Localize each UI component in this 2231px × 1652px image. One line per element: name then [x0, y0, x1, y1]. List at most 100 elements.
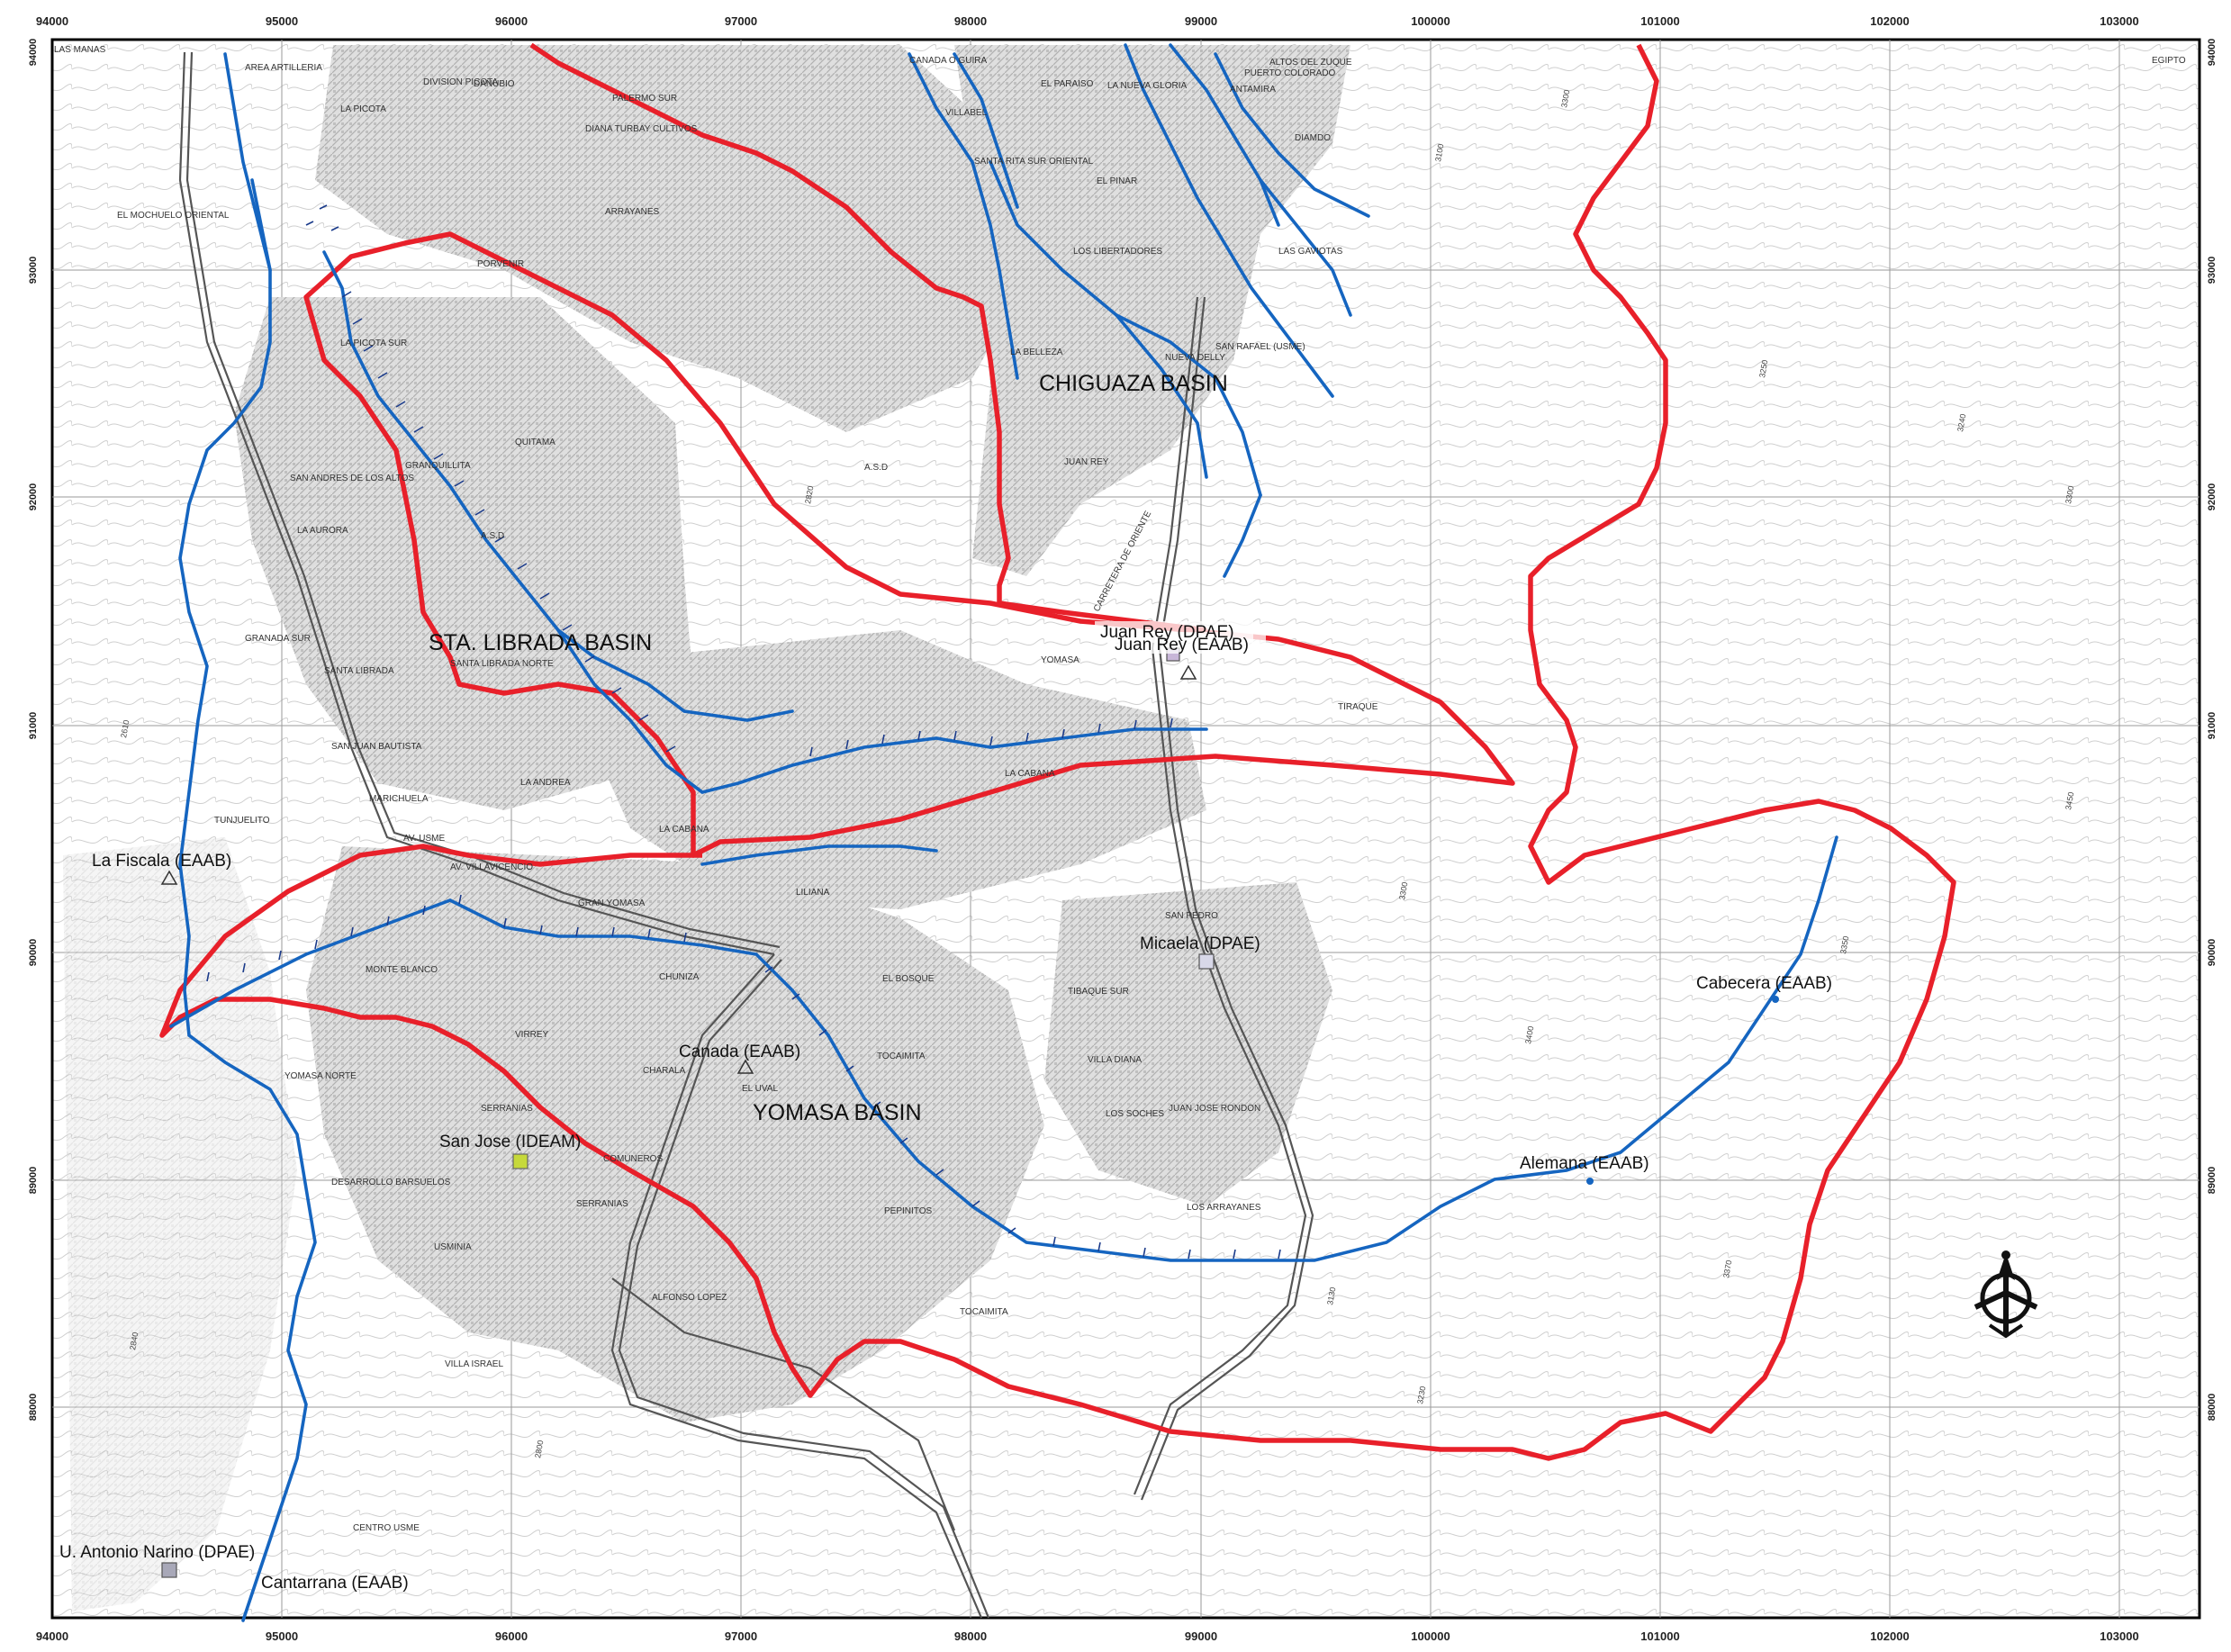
y-tick: 88000 [28, 1394, 39, 1422]
place-label: AV. USME [403, 834, 445, 844]
place-label: SAN RAFAEL (USME) [1215, 342, 1305, 352]
svg-text:2800: 2800 [533, 1440, 545, 1458]
place-label: VILLA DIANA [1088, 1055, 1142, 1065]
contour-elevations: 3300 3100 3250 3240 3300 3300 3350 3400 … [119, 89, 2075, 1458]
x-tick: 101000 [1640, 14, 1679, 28]
station-markers [160, 647, 1779, 1578]
x-tick: 101000 [1640, 1629, 1679, 1643]
place-label: SANTA LIBRADA NORTE [450, 659, 554, 669]
svg-text:3400: 3400 [1523, 1025, 1535, 1044]
place-label: LA BELLEZA [1010, 348, 1063, 357]
x-tick: 96000 [495, 14, 528, 28]
svg-text:3230: 3230 [1415, 1386, 1427, 1404]
x-tick: 94000 [36, 1629, 68, 1643]
y-tick: 93000 [28, 257, 39, 284]
station-label-la-fiscala: La Fiscala (EAAB) [92, 852, 231, 871]
place-label: SERRANIAS [481, 1104, 533, 1114]
place-label: VILLA ISRAEL [445, 1359, 503, 1369]
place-label: A.S.D [864, 463, 888, 473]
place-label: CANADA O GUIRA [909, 56, 987, 66]
place-label: LA ANDREA [520, 778, 571, 788]
canada-marker-icon [736, 1059, 754, 1074]
x-tick: 102000 [1870, 14, 1909, 28]
x-tick: 97000 [725, 14, 757, 28]
x-tick: 98000 [954, 1629, 987, 1643]
place-label: LA CABANA [659, 825, 709, 835]
x-tick: 100000 [1411, 14, 1450, 28]
place-label: LA CABANA [1005, 769, 1055, 779]
x-tick: 95000 [266, 14, 298, 28]
place-label: LILIANA [796, 888, 830, 898]
place-label: A.S.D [481, 531, 504, 541]
basin-label-yomasa: YOMASA BASIN [753, 1100, 922, 1125]
place-label: SERRANIAS [576, 1199, 628, 1209]
place-label: CHUNIZA [659, 972, 700, 982]
place-label: EL PARAISO [1041, 79, 1094, 89]
y-tick: 93000 [2207, 257, 2217, 284]
svg-text:3370: 3370 [1721, 1259, 1733, 1278]
x-tick: 99000 [1185, 1629, 1217, 1643]
place-label: DIANA TURBAY CULTIVOS [585, 124, 698, 134]
place-label: PORVENIR [477, 259, 524, 269]
place-label: MONTE BLANCO [366, 965, 438, 975]
place-label: EL UVAL [742, 1084, 778, 1094]
x-tick: 98000 [954, 14, 987, 28]
x-tick: 94000 [36, 14, 68, 28]
place-label: DESARROLLO BARSUELOS [331, 1178, 451, 1187]
y-tick: 90000 [28, 939, 39, 967]
place-label: GRAN YOMASA [578, 898, 646, 908]
place-label: ALFONSO LOPEZ [652, 1293, 727, 1303]
place-label: SAN JUAN BAUTISTA [331, 742, 422, 752]
place-label: LA NUEVA GLORIA [1107, 81, 1188, 91]
x-axis-bottom-labels: 94000 95000 96000 97000 98000 99000 1000… [36, 1629, 2139, 1643]
svg-text:2840: 2840 [128, 1332, 140, 1350]
place-label: JUAN JOSE RONDON [1169, 1104, 1260, 1114]
place-label: DIVISION PICOTA [423, 77, 498, 87]
place-label: NUEVA DELLY [1165, 353, 1225, 363]
y-tick: 89000 [28, 1167, 39, 1195]
station-label-canada: Canada (EAAB) [679, 1043, 800, 1061]
place-label: AV. VILLAVICENCIO [450, 862, 533, 872]
place-label: DANUBIO [474, 79, 515, 89]
place-label: TUNJUELITO [214, 816, 270, 826]
san-jose-marker-icon [512, 1153, 528, 1169]
svg-text:3300: 3300 [2064, 485, 2075, 504]
place-label: PALERMO SUR [612, 94, 677, 104]
urban-areas [63, 45, 1350, 1611]
place-label: SANTA LIBRADA [324, 666, 394, 676]
x-axis-top-labels: 94000 95000 96000 97000 98000 99000 1000… [36, 14, 2139, 28]
x-tick: 102000 [1870, 1629, 1909, 1643]
place-label: COMUNEROS [603, 1154, 663, 1164]
place-label: YOMASA [1041, 655, 1079, 665]
svg-text:3250: 3250 [1757, 359, 1769, 378]
channel-marks [206, 204, 1281, 1259]
svg-text:3130: 3130 [1325, 1286, 1337, 1305]
place-label: LA PICOTA SUR [340, 339, 407, 348]
place-label: PUERTO COLORADO [1244, 68, 1336, 78]
place-label: MARICHUELA [369, 794, 429, 804]
x-tick: 97000 [725, 1629, 757, 1643]
x-tick: 103000 [2100, 1629, 2138, 1643]
place-label: TOCAIMITA [877, 1052, 926, 1061]
x-tick: 95000 [266, 1629, 298, 1643]
x-tick: 103000 [2100, 14, 2138, 28]
u-antonio-narino-marker-icon [161, 1562, 177, 1578]
svg-text:3350: 3350 [1838, 935, 1850, 954]
y-tick: 92000 [28, 483, 39, 511]
place-label: TIRAQUE [1338, 702, 1378, 712]
place-label: DIAMDO [1295, 133, 1331, 143]
place-label: USMINIA [434, 1242, 472, 1252]
place-label: EL PINAR [1097, 176, 1137, 186]
y-tick: 91000 [2207, 712, 2217, 740]
place-label: ALTOS DEL ZUQUE [1269, 58, 1352, 68]
station-label-micaela: Micaela (DPAE) [1140, 934, 1260, 953]
station-label-san-jose: San Jose (IDEAM) [439, 1133, 581, 1151]
x-tick: 100000 [1411, 1629, 1450, 1643]
place-label: ARRAYANES [605, 207, 660, 217]
place-label: AREA ARTILLERIA [245, 63, 322, 73]
place-label: QUITAMA [515, 438, 555, 447]
place-label: SAN PEDRO [1165, 911, 1218, 921]
place-label: TOCAIMITA [960, 1307, 1008, 1317]
station-label-juan-rey-eaab: Juan Rey (EAAB) [1115, 636, 1249, 654]
